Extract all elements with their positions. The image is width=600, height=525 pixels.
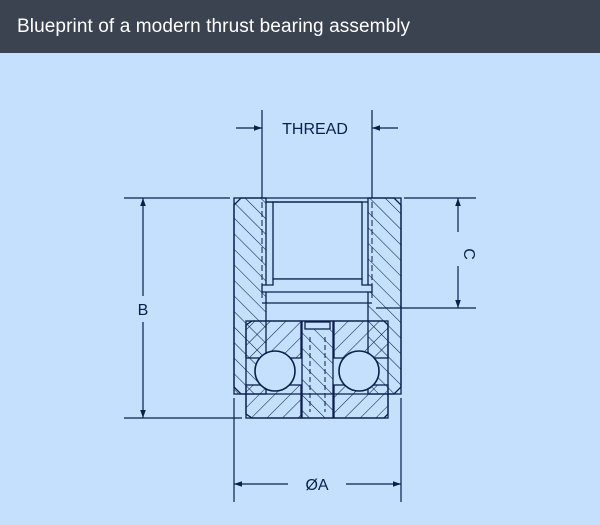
dimension-b-label: B: [138, 302, 149, 319]
center-spacer: [301, 320, 334, 419]
bearing-drawing: THREAD C B ØA: [124, 110, 477, 502]
bearing-ball-right: [338, 350, 380, 392]
bearing-ball-left: [254, 350, 296, 392]
thread-dimension: [236, 110, 398, 198]
title-bar: Blueprint of a modern thrust bearing ass…: [0, 0, 600, 53]
shoulder-plate: [261, 278, 373, 293]
dimension-c-label: C: [460, 248, 477, 260]
thread-bore: [272, 201, 363, 280]
dimension-a-label: ØA: [305, 477, 328, 494]
thread-label: THREAD: [282, 121, 348, 138]
blueprint-canvas: THREAD C B ØA: [0, 53, 600, 525]
b-dimension: [124, 197, 242, 419]
page-title: Blueprint of a modern thrust bearing ass…: [17, 15, 411, 37]
a-dimension: [233, 398, 402, 502]
c-dimension: [376, 197, 476, 309]
housing-outline: [233, 197, 402, 395]
lower-race-left: [245, 384, 302, 419]
